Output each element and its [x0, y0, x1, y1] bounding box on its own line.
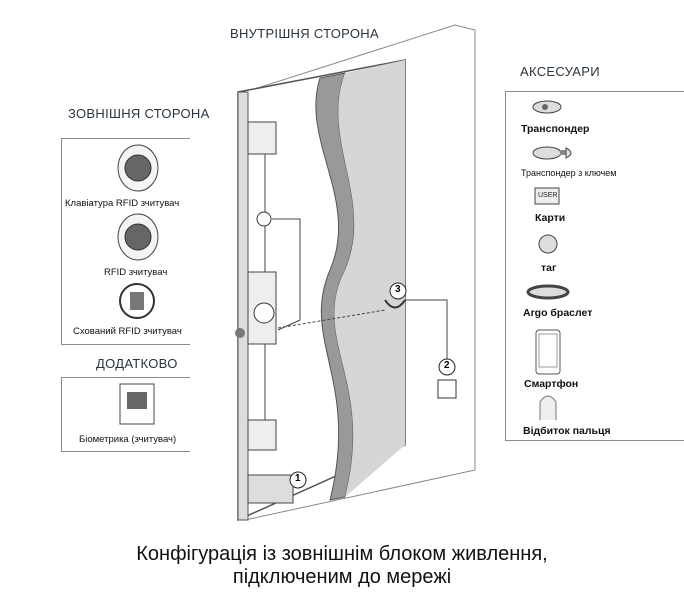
outside-panel	[61, 138, 190, 345]
card-text: USER	[538, 192, 558, 199]
cable-hinge	[384, 299, 406, 309]
marker-2	[438, 358, 456, 376]
card-icon	[534, 187, 560, 205]
power-supply	[437, 379, 457, 399]
outside-item: Схований RFID зчитувач	[73, 326, 182, 337]
inside-title: ВНУТРІШНЯ СТОРОНА	[230, 26, 379, 41]
cable	[405, 299, 448, 375]
caption-line-2: підключеним до мережі	[232, 566, 452, 588]
bottom-lock	[247, 419, 277, 451]
top-lock	[247, 121, 277, 155]
accessories-title: АКСЕСУАРИ	[520, 64, 600, 79]
marker-3-label: 3	[395, 284, 401, 295]
accessories-panel	[505, 91, 684, 441]
marker-1-label: 1	[295, 473, 301, 484]
cutaway-inside	[334, 60, 405, 497]
outside-title: ЗОВНІШНЯ СТОРОНА	[68, 106, 210, 121]
fingerprint-icon	[539, 395, 557, 420]
accessory-item: Відбиток пальця	[523, 425, 611, 437]
accessory-item: Транспондер	[521, 123, 590, 135]
lock-cylinder	[256, 211, 272, 227]
handle	[235, 328, 245, 338]
additional-title: ДОДАТКОВО	[96, 356, 178, 371]
door-edge	[237, 91, 249, 521]
marker-2-label: 2	[444, 360, 450, 371]
marker-1	[289, 471, 307, 489]
bracelet-icon	[526, 284, 570, 300]
additional-panel	[61, 377, 190, 452]
cable-dashed	[277, 309, 386, 329]
accessory-item: Карти	[535, 212, 566, 224]
outside-item: RFID зчитувач	[104, 267, 168, 278]
battery-pack	[247, 474, 294, 504]
additional-item: Біометрика (зчитувач)	[79, 434, 177, 445]
lock-cylinder	[253, 302, 275, 324]
cable	[272, 218, 301, 331]
accessory-item: Смартфон	[524, 378, 579, 390]
accessory-item: Argo браслет	[523, 307, 593, 319]
caption-line-1: Конфігурація із зовнішнім блоком живленн…	[136, 543, 548, 565]
outside-item: Клавіатура RFID зчитувач	[65, 198, 180, 209]
accessory-item: таг	[541, 262, 557, 274]
tag-icon	[538, 234, 558, 254]
marker-3	[389, 282, 407, 300]
accessory-item: Транспондер з ключем	[521, 168, 617, 178]
